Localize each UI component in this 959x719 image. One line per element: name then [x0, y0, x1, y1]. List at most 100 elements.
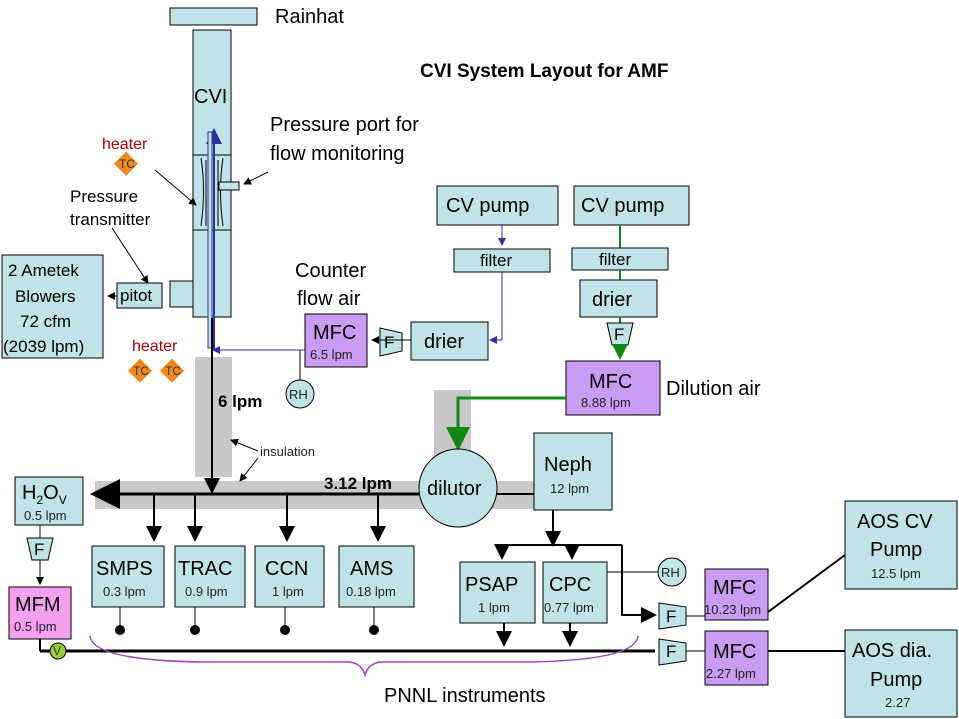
neph-box: [533, 432, 613, 511]
svg-text:Pump: Pump: [870, 539, 922, 561]
svg-text:F: F: [666, 642, 676, 661]
filter-f-aos-dia: [658, 638, 687, 666]
svg-text:drier: drier: [592, 289, 632, 311]
pitot-port: [169, 280, 194, 308]
svg-text:12.5 lpm: 12.5 lpm: [871, 566, 921, 581]
svg-text:filter: filter: [599, 250, 631, 269]
dilutor: [418, 448, 498, 528]
svg-text:Neph: Neph: [544, 454, 592, 476]
valve-v: [49, 642, 67, 660]
rh-sensor-left: [285, 379, 315, 409]
filter-f-aos-cv: [658, 602, 687, 630]
blowers-label-2: Blowers: [15, 287, 75, 306]
svg-text:1 lpm: 1 lpm: [478, 600, 510, 615]
svg-text:AMS: AMS: [350, 558, 393, 580]
cv-pump-right: [573, 185, 690, 226]
mfc-counter-flow: [304, 313, 368, 368]
svg-text:dilutor: dilutor: [427, 478, 482, 500]
svg-text:V: V: [53, 644, 61, 658]
svg-text:0.3 lpm: 0.3 lpm: [103, 584, 146, 599]
cpc-box: [542, 561, 608, 624]
trac-box: [174, 545, 246, 608]
svg-text:RH: RH: [661, 565, 680, 580]
svg-text:0.77 lpm: 0.77 lpm: [544, 600, 594, 615]
svg-text:TC: TC: [133, 364, 149, 378]
svg-text:2.27 lpm: 2.27 lpm: [706, 666, 756, 681]
counter-flow-label-2: flow air: [297, 288, 361, 310]
svg-text:CV pump: CV pump: [581, 195, 664, 217]
svg-text:Pump: Pump: [870, 669, 922, 691]
filter-f-dilution: [606, 322, 634, 346]
cvi-label: CVI: [194, 86, 227, 108]
blowers-label-3: 72 cfm: [20, 312, 71, 331]
pnnl-brace: [89, 635, 639, 678]
svg-text:MFC: MFC: [313, 322, 356, 344]
mfc-aos-cv: [704, 568, 769, 621]
svg-text:F: F: [614, 325, 624, 344]
svg-text:0.9 lpm: 0.9 lpm: [185, 584, 228, 599]
counter-flow-label-1: Counter: [295, 260, 366, 282]
heater-top-label: heater: [102, 136, 148, 153]
svg-text:drier: drier: [424, 331, 464, 353]
svg-text:TC: TC: [165, 364, 181, 378]
svg-text:RH: RH: [289, 387, 308, 402]
drier-counter-flow: [410, 321, 489, 361]
tc-diamond-bottom-1: TC: [127, 358, 153, 383]
svg-text:MFC: MFC: [713, 577, 756, 599]
aos-dia-pump: [844, 629, 958, 718]
svg-text:12 lpm: 12 lpm: [550, 481, 589, 496]
svg-text:2.27: 2.27: [885, 695, 910, 710]
tc-diamond-top: TC: [113, 151, 139, 176]
heater-bottom-label: heater: [132, 338, 178, 355]
svg-text:AOS CV: AOS CV: [857, 511, 933, 533]
main-flow-label: 3.12 lpm: [324, 474, 392, 493]
svg-text:F: F: [666, 607, 676, 626]
filter-left: [453, 248, 551, 273]
h2o-box: [14, 476, 84, 526]
cv-pump-left: [436, 185, 559, 226]
svg-text:CPC: CPC: [549, 574, 591, 596]
tc-diamond-bottom-2: TC: [159, 358, 185, 383]
svg-text:H2OV: H2OV: [22, 482, 67, 507]
pressure-transmitter-label-1: Pressure: [70, 187, 138, 206]
pressure-port-label-1: Pressure port for: [270, 114, 419, 136]
rainhat-label: Rainhat: [275, 6, 344, 28]
mfc-aos-dia: [704, 630, 769, 686]
mfc-dilution: [565, 360, 661, 416]
psap-box: [459, 561, 536, 624]
drier-dilution: [579, 279, 658, 318]
six-lpm-label: 6 lpm: [218, 392, 262, 411]
ams-box: [338, 545, 415, 608]
pnnl-label: PNNL instruments: [384, 685, 546, 707]
h2o-flow: 0.5 lpm: [24, 508, 67, 523]
svg-text:filter: filter: [480, 251, 512, 270]
diagram-title: CVI System Layout for AMF: [420, 61, 668, 82]
svg-text:MFM: MFM: [15, 594, 61, 616]
svg-text:F: F: [384, 333, 394, 352]
mfc-counter-flow-value: 6.5 lpm: [310, 347, 353, 362]
svg-text:CV pump: CV pump: [446, 195, 529, 217]
svg-text:F: F: [34, 540, 44, 559]
svg-text:TRAC: TRAC: [178, 558, 232, 580]
blowers-label-1: 2 Ametek: [8, 261, 79, 280]
pressure-port-label-2: flow monitoring: [270, 143, 405, 165]
svg-text:CCN: CCN: [265, 558, 308, 580]
svg-text:MFC: MFC: [713, 641, 756, 663]
pressure-port: [218, 181, 240, 191]
mfm-flow: 0.5 lpm: [14, 619, 57, 634]
blowers-box: [1, 254, 104, 359]
aos-cv-pump: [844, 500, 958, 590]
svg-text:PSAP: PSAP: [465, 574, 518, 596]
insulation-label: insulation: [260, 444, 315, 459]
svg-text:AOS dia.: AOS dia.: [852, 640, 932, 662]
svg-text:SMPS: SMPS: [96, 558, 153, 580]
blowers-label-4: (2039 lpm): [3, 337, 84, 356]
pitot-label: pitot: [120, 286, 152, 305]
filter-f-counter: [379, 327, 403, 357]
dilution-air-label: Dilution air: [666, 378, 761, 400]
svg-text:10.23 lpm: 10.23 lpm: [704, 602, 761, 617]
svg-text:0.18 lpm: 0.18 lpm: [346, 584, 396, 599]
mfc-dilution-value: 8.88 lpm: [581, 395, 631, 410]
